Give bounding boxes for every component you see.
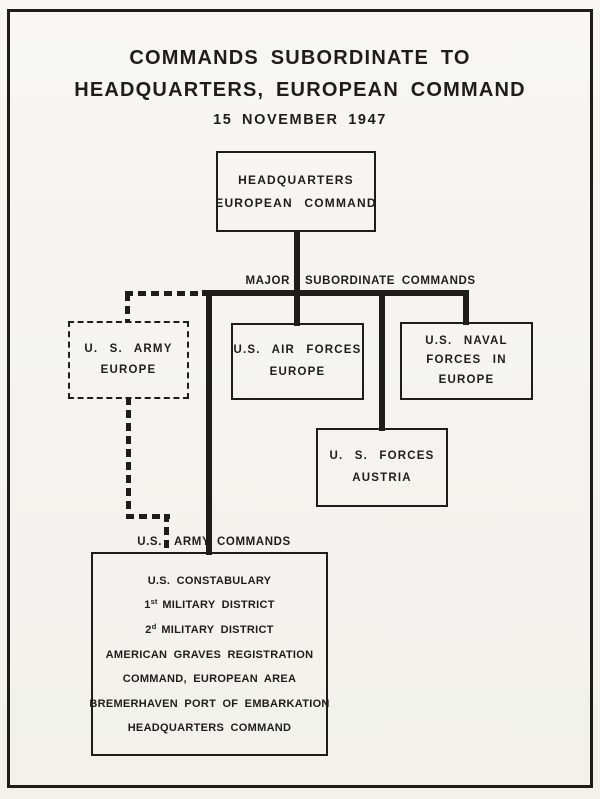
chart-title-line1: COMMANDS SUBORDINATE TO [129, 47, 471, 69]
box-text: EUROPE [100, 364, 157, 376]
label-major: MAJOR [245, 275, 290, 287]
chart-date: 15 NOVEMBER 1947 [213, 112, 387, 128]
connector-to-naval-vertical [463, 290, 469, 325]
command-list-item: BREMERHAVEN PORT OF EMBARKATION [89, 697, 330, 710]
us-air-forces-europe-box: U.S. AIR FORCES EUROPE [231, 323, 364, 400]
command-list-item: COMMAND, EUROPEAN AREA [122, 673, 297, 686]
box-text: EUROPE [438, 373, 495, 386]
label-us: U.S. [137, 536, 162, 548]
box-text: EUROPEAN COMMAND [215, 196, 377, 210]
dashed-connector-mid-vertical [126, 397, 131, 517]
connector-hq-to-airforces-vertical [294, 231, 300, 326]
label-subordinate-commands: SUBORDINATE COMMANDS [305, 275, 476, 287]
label-army: ARMY [174, 536, 211, 548]
box-text: U. S. ARMY [84, 342, 173, 355]
chart-border-frame [7, 9, 593, 788]
label-commands: COMMANDS [217, 536, 291, 548]
box-text: EUROPE [269, 365, 326, 378]
dashed-connector-top-horizontal [125, 291, 203, 296]
hq-european-command-box: HEADQUARTERS EUROPEAN COMMAND [215, 151, 377, 232]
connector-major-commands-horizontal [202, 290, 467, 296]
box-text: U.S. NAVAL [425, 334, 508, 347]
dashed-connector-top-vertical [125, 293, 130, 323]
command-list-item: AMERICAN GRAVES REGISTRATION [105, 648, 314, 661]
chart-title-line2: HEADQUARTERS, EUROPEAN COMMAND [74, 79, 526, 101]
connector-to-austria-vertical [379, 290, 385, 431]
us-forces-austria-box: U. S. FORCES AUSTRIA [316, 428, 448, 507]
command-list-item: U.S. CONSTABULARY [147, 574, 272, 587]
dashed-connector-bottom-vertical [164, 514, 169, 553]
command-list-item: HEADQUARTERS COMMAND [127, 722, 292, 735]
box-text: HEADQUARTERS [238, 173, 354, 187]
box-text: U. S. FORCES [329, 449, 435, 462]
box-text: AUSTRIA [352, 472, 412, 484]
box-text: U.S. AIR FORCES [233, 344, 362, 356]
box-text: FORCES IN [426, 354, 507, 367]
us-naval-forces-box: U.S. NAVAL FORCES IN EUROPE [400, 322, 533, 400]
us-army-europe-box: U. S. ARMY EUROPE [68, 321, 189, 399]
dashed-connector-mid-horizontal [126, 514, 170, 519]
connector-to-army-commands-vertical [206, 290, 212, 555]
